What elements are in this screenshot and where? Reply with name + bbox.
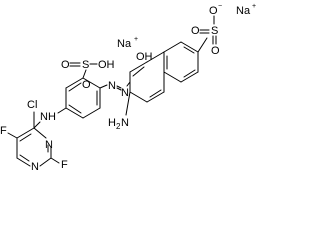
bond <box>180 71 199 83</box>
sulfonate-charge: − <box>218 3 222 10</box>
bond <box>163 41 182 53</box>
bond <box>33 127 47 139</box>
pyrimidine-nitrogen-1: N <box>45 139 53 151</box>
bond <box>146 91 165 103</box>
amino-h: H <box>108 117 116 129</box>
bond <box>116 87 122 91</box>
pyrimidine-nitrogen-2: N <box>31 161 39 173</box>
bond <box>183 46 195 54</box>
bond <box>7 132 18 139</box>
nh-nitrogen: N <box>40 111 48 123</box>
bond <box>16 127 35 139</box>
bond <box>82 77 101 89</box>
bond <box>125 91 131 116</box>
bond <box>65 77 84 89</box>
bond <box>146 51 165 63</box>
bond <box>39 157 52 167</box>
bond <box>50 157 60 164</box>
bond <box>129 91 148 103</box>
sodium-ion-1: Na <box>117 38 132 50</box>
bond <box>33 121 41 129</box>
sulfonic-oh: OH <box>98 59 115 71</box>
hydroxy-label: OH <box>136 51 153 63</box>
sodium-ion-1-charge: + <box>134 36 138 43</box>
sodium-ion-2: Na <box>236 5 251 17</box>
bond <box>180 41 199 53</box>
chemical-structure: Na + Na + O − S O O OH H 2 N N N <box>0 3 256 173</box>
bond <box>57 107 67 114</box>
bond <box>183 69 196 78</box>
bond <box>82 69 87 79</box>
bond <box>19 133 32 142</box>
bond <box>149 89 162 98</box>
bond <box>68 104 82 114</box>
azo-nitrogen-2: N <box>108 80 116 92</box>
bond <box>116 85 122 89</box>
bond <box>129 61 148 73</box>
bond <box>132 66 145 77</box>
sodium-ion-2-charge: + <box>252 3 256 10</box>
bond <box>163 71 182 83</box>
bond <box>126 81 131 87</box>
bond <box>65 107 84 119</box>
sulfonic-sulfur: S <box>82 59 89 71</box>
sulfonate-oxygen-bottom: O <box>211 45 220 57</box>
bond <box>68 82 82 92</box>
bond <box>82 107 101 119</box>
sulfonate-oxygen-left: O <box>191 25 200 37</box>
sulfonic-oxygen-bottom: O <box>82 79 91 91</box>
sulfonate-oxygen-minus: O <box>209 5 218 17</box>
bond <box>99 84 108 89</box>
azo-nitrogen-1: N <box>121 87 129 99</box>
amino-h-subscript: 2 <box>116 122 121 131</box>
sulfonic-oxygen-left: O <box>61 59 70 71</box>
nh-hydrogen: H <box>48 111 56 123</box>
fluorine-label-1: F <box>0 125 7 137</box>
bond <box>16 157 31 167</box>
chlorine-label: Cl <box>27 99 37 111</box>
bond <box>197 37 208 53</box>
amino-n: N <box>121 117 129 129</box>
sulfonate-sulfur: S <box>211 25 218 37</box>
bond <box>19 154 30 162</box>
fluorine-label-2: F <box>61 159 68 171</box>
